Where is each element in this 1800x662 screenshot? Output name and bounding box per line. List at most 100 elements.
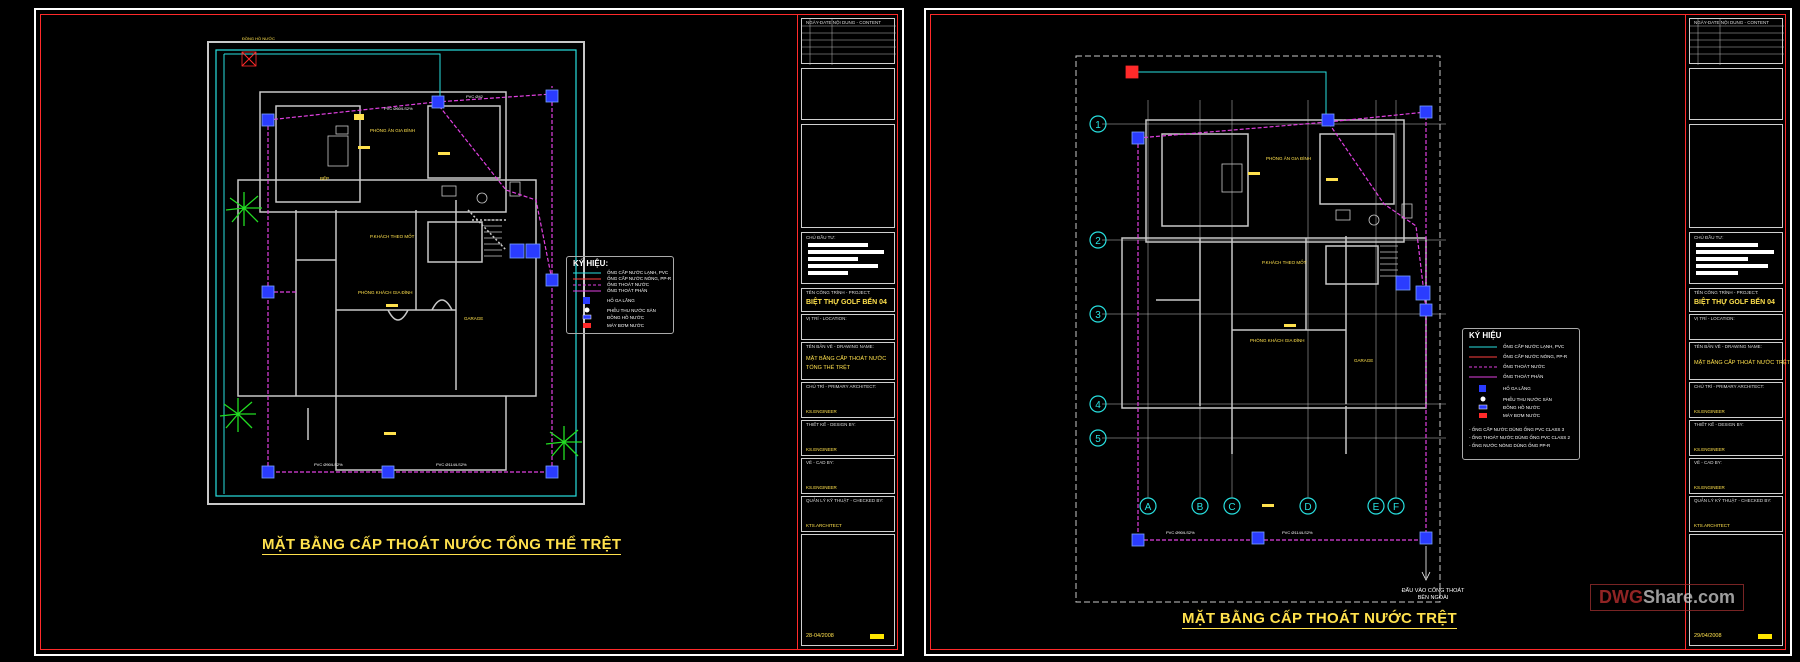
tb-date-left: 28-04/2008 (801, 534, 895, 646)
building-walls (237, 91, 537, 471)
water-meter-mark (241, 51, 257, 67)
legend-title-right: KÝ HIỆU (1469, 331, 1502, 340)
watermark-brand: DWG (1599, 587, 1643, 607)
date-left: 28-04/2008 (806, 633, 834, 639)
tb-yellow-mark-left (870, 634, 884, 639)
tb-architect-right: CHỦ TRÌ - PRIMARY ARCHITECT: KS.ENGINEER (1689, 382, 1783, 418)
legend-r-item-sewer: ỐNG THOÁT PHÂN (1503, 374, 1544, 379)
left-sheet-title: MẶT BẰNG CẤP THOÁT NƯỚC TỔNG THỂ TRỆT (262, 536, 622, 555)
sheet-left-border (40, 14, 898, 650)
legend-r-item-hot: ỐNG CẤP NƯỚC NÓNG, PP-R (1503, 354, 1568, 359)
tb-date-right: 29/04/2008 (1689, 534, 1783, 646)
right-floor-plan: PHÒNG ĂN GIA ĐÌNH P.KHÁCH THEO MỐT PHÒNG… (1075, 55, 1446, 603)
furniture (327, 125, 521, 204)
legend-title-left: KÝ HIỆU: (573, 259, 609, 268)
tb-r-blank-2 (1689, 124, 1783, 228)
pipe-label-1: PVC Ø90/LS2% (314, 462, 343, 467)
room-kitchen: BẾP (320, 175, 329, 181)
legend-item-pump: MÁY BƠM NƯỚC (607, 323, 644, 328)
tb-drawing-left: TÊN BẢN VẼ - DRAWING NAME: MẶT BẰNG CẤP … (801, 342, 895, 380)
room-garage: GARAGE (464, 316, 483, 321)
date-right: 29/04/2008 (1694, 633, 1722, 639)
drain-pipes (267, 86, 553, 473)
legend-r-item-manhole: HỐ GA LẮNG (1503, 386, 1531, 391)
legend-r-item-cold: ỐNG CẤP NƯỚC LẠNH, PVC (1503, 344, 1565, 349)
legend-box-right: KÝ HIỆU ỐNG CẤP NƯỚC LẠNH, PVC ỐNG CẤP N… (1462, 328, 1580, 460)
room-living-right: PHÒNG KHÁCH GIA ĐÌNH (1250, 337, 1305, 343)
pipe-label-r2: PVC Ø114/LS2% (1282, 530, 1313, 535)
tb-design-right: THIẾT KẾ - DESIGN BY: KS.ENGINEER (1689, 420, 1783, 456)
sheet-left: PHÒNG ĂN GIA ĐÌNH P.KHÁCH THEO MỐT PHÒNG… (34, 8, 904, 656)
project-name-right: BIỆT THỰ GOLF BẾN 04 (1694, 299, 1775, 306)
room-lobby: P.KHÁCH THEO MỐT (370, 233, 415, 239)
level-tags-right (1248, 172, 1338, 507)
pipe-label-2: PVC Ø114/LS2% (436, 462, 467, 467)
tb-location-left: VỊ TRÍ - LOCATION: (801, 314, 895, 340)
cold-water-pipes (223, 50, 577, 494)
manholes (241, 51, 559, 479)
legend-item-meter: ĐỒNG HỒ NƯỚC (607, 315, 644, 320)
left-floor-plan: PHÒNG ĂN GIA ĐÌNH P.KHÁCH THEO MỐT PHÒNG… (207, 36, 585, 505)
tb-design-left: THIẾT KẾ - DESIGN BY: KS.ENGINEER (801, 420, 895, 456)
legend-symbols-right (1469, 346, 1497, 418)
tb-check-right: QUẢN LÝ KỸ THUẬT - CHECKED BY: KTS.ARCHI… (1689, 496, 1783, 532)
legend-item-floor-drain: PHỄU THU NƯỚC SÀN (607, 308, 656, 313)
tb-blank-2 (801, 124, 895, 228)
tb-location-right: VỊ TRÍ - LOCATION: (1689, 314, 1783, 340)
legend-r-item-drain: ỐNG THOÁT NƯỚC (1503, 364, 1546, 369)
legend-r-item-floor-drain: PHỄU THU NƯỚC SÀN (1503, 397, 1552, 402)
tb-project-left: TÊN CÔNG TRÌNH - PROJECT: BIỆT THỰ GOLF … (801, 288, 895, 312)
legend-item-manhole: HỐ GA LẮNG (607, 298, 635, 303)
drain-pipes-right (1137, 111, 1427, 541)
room-garage-right: GARAGE (1354, 358, 1373, 363)
tb-owner-left: CHỦ ĐẦU TƯ: (801, 232, 895, 284)
sheet-right: PHÒNG ĂN GIA ĐÌNH P.KHÁCH THEO MỐT PHÒNG… (924, 8, 1792, 656)
room-dining: PHÒNG ĂN GIA ĐÌNH (370, 127, 415, 133)
manholes-right (1125, 65, 1433, 547)
revision-table-right: NGÀY-DATE NỘI DUNG - CONTENT (1689, 18, 1784, 65)
outlet-label: ĐẤU VÀO CỐNG THOÁT BÊN NGOÀI (1401, 588, 1465, 601)
dwgshare-watermark: DWGShare.com (1590, 584, 1745, 611)
stairs (484, 219, 502, 257)
building-walls-right (1121, 119, 1427, 454)
tb-r-blank-1 (1689, 68, 1783, 120)
legend-item-sewer: ỐNG THOÁT PHÂN (607, 288, 648, 293)
tb-drawing-right: TÊN BẢN VẼ - DRAWING NAME: MẶT BẰNG CẤP … (1689, 342, 1790, 380)
watermark-suffix: Share.com (1643, 587, 1736, 607)
legend-box-left: KÝ HIỆU: ỐNG CẤP NƯỚC LẠNH, PVC ỐNG CẤP … (566, 256, 674, 334)
furniture-right (1221, 163, 1413, 226)
pipe-label-r1: PVC Ø90/LS2% (1166, 530, 1195, 535)
titleblock-left: NGÀY-DATE NỘI DUNG - CONTENT CHỦ ĐẦU TƯ:… (797, 14, 898, 650)
level-tags (354, 114, 450, 435)
right-sheet-title: MẶT BẰNG CẤP THOÁT NƯỚC TRỆT (1182, 610, 1458, 629)
stairs-right (1380, 245, 1398, 277)
revision-table-left: NGÀY-DATE NỘI DUNG - CONTENT (801, 18, 896, 65)
pipe-label-3: PVC Ø60/LS2% (384, 106, 413, 111)
legend-r-item-meter: ĐỒNG HỒ NƯỚC (1503, 405, 1540, 410)
project-name-left: BIỆT THỰ GOLF BẾN 04 (806, 299, 887, 306)
legend-symbols-left (573, 272, 601, 328)
room-living: PHÒNG KHÁCH GIA ĐÌNH (358, 289, 413, 295)
legend-item-cold: ỐNG CẤP NƯỚC LẠNH, PVC (607, 270, 669, 275)
tb-architect-left: CHỦ TRÌ - PRIMARY ARCHITECT: KS.ENGINEER (801, 382, 895, 418)
tb-owner-right: CHỦ ĐẦU TƯ: (1689, 232, 1783, 284)
legend-note-1: - ỐNG CẤP NƯỚC DÙNG ỐNG PVC CLASS 3 (1469, 427, 1565, 432)
legend-item-hot: ỐNG CẤP NƯỚC NÓNG, PP-R (607, 276, 672, 281)
titleblock-right: NGÀY-DATE NỘI DUNG - CONTENT CHỦ ĐẦU TƯ:… (1685, 14, 1790, 650)
room-dining-right: PHÒNG ĂN GIA ĐÌNH (1266, 155, 1311, 161)
tb-yellow-mark-right (1758, 634, 1772, 639)
site-boundary-dashed (1075, 55, 1441, 603)
tb-blank-1 (801, 68, 895, 120)
meter-label: ĐỒNG HỒ NƯỚC (242, 36, 275, 41)
sheet-right-border (930, 14, 1786, 650)
tb-cad-right: VẼ - CAD BY: KS.ENGINEER (1689, 458, 1783, 494)
cold-water-pipes-right (1126, 71, 1327, 120)
tb-check-left: QUẢN LÝ KỸ THUẬT - CHECKED BY: KTS.ARCHI… (801, 496, 895, 532)
tb-cad-left: VẼ - CAD BY: KS.ENGINEER (801, 458, 895, 494)
room-lobby-right: P.KHÁCH THEO MỐT (1262, 259, 1307, 265)
trees (219, 192, 582, 460)
tb-project-right: TÊN CÔNG TRÌNH - PROJECT: BIỆT THỰ GOLF … (1689, 288, 1783, 312)
legend-item-drain: ỐNG THOÁT NƯỚC (607, 282, 650, 287)
legend-note-2: - ỐNG THOÁT NƯỚC DÙNG ỐNG PVC CLASS 2 (1469, 435, 1571, 440)
legend-note-3: - ỐNG NƯỚC NÓNG DÙNG ỐNG PP-R (1469, 443, 1551, 448)
